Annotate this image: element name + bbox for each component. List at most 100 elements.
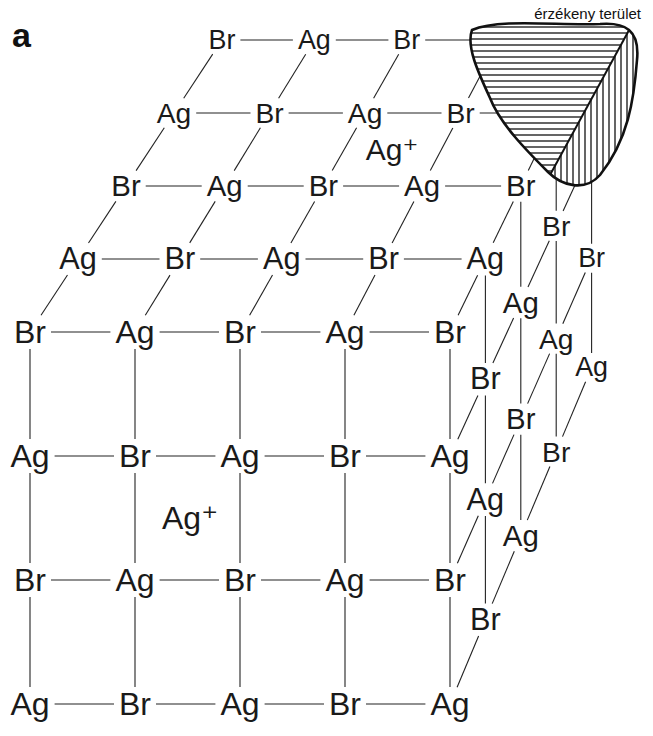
lattice-atom: Br (329, 440, 361, 472)
lattice-bond (250, 275, 273, 315)
lattice-bond (445, 185, 501, 186)
lattice-bond (279, 54, 306, 98)
lattice-atom: Br (506, 404, 535, 433)
lattice-atom: Ag (298, 27, 331, 54)
lattice-bond (239, 473, 240, 563)
panel-letter: a (12, 18, 31, 52)
lattice-bond (520, 318, 521, 403)
lattice-atom: Ag (575, 354, 608, 381)
lattice-bond (457, 636, 479, 687)
lattice-bond (485, 275, 486, 363)
lattice-bond (493, 318, 514, 363)
lattice-bond (146, 185, 202, 186)
lattice-bond (430, 128, 453, 171)
lattice-bond (102, 258, 160, 259)
lattice-atom: Ag (10, 440, 49, 472)
lattice-atom: Br (434, 564, 466, 596)
lattice-atom: Ag (220, 440, 259, 472)
lattice-bond (160, 579, 219, 580)
lattice-atom: Br (224, 564, 256, 596)
lattice-bond (136, 128, 164, 171)
lattice-atom: Ag (467, 244, 505, 275)
lattice-atom: Br (578, 245, 605, 272)
lattice-bond (528, 354, 550, 404)
lattice-atom: Ag (430, 440, 469, 472)
lattice-bond (89, 201, 116, 243)
vertical-hatching (520, 10, 653, 230)
lattice-atom: Ag (325, 564, 364, 596)
lattice-bond (457, 516, 478, 564)
lattice-bond (332, 128, 356, 171)
lattice-bond (591, 273, 592, 353)
lattice-atom: Br (542, 212, 570, 240)
lattice-atom: Ag (325, 316, 364, 348)
lattice-bond (41, 275, 68, 315)
lattice-bond (261, 331, 320, 332)
lattice-atom: Ag (207, 171, 243, 200)
lattice-atom: Ag (220, 688, 259, 720)
lattice-bond (29, 349, 30, 439)
lattice-bond (29, 473, 30, 563)
lattice-bond (239, 349, 240, 439)
lattice-atom: Br (470, 604, 501, 635)
lattice-bond (134, 473, 135, 563)
lattice-atom: Ag (115, 316, 154, 348)
lattice-bond (449, 597, 450, 687)
lattice-bond (134, 349, 135, 439)
lattice-bond (485, 516, 486, 604)
lattice-bond (160, 331, 219, 332)
lattice-bond (556, 354, 557, 437)
lattice-atom: Ag (539, 325, 573, 353)
lattice-bond (493, 435, 515, 484)
lattice-bond (563, 382, 586, 437)
lattice-bond (556, 241, 557, 324)
lattice-bond (265, 455, 324, 456)
lattice-bond (239, 597, 240, 687)
lattice-bond (449, 349, 450, 439)
lattice-atom: Br (470, 364, 501, 395)
lattice-bond (370, 579, 429, 580)
lattice-bond (261, 579, 320, 580)
lattice-atom: Ag (503, 521, 539, 550)
lattice-atom: Br (209, 27, 236, 54)
lattice-bond (458, 275, 478, 315)
lattice-atom: Ag (263, 244, 301, 275)
lattice-atom: Br (393, 27, 420, 54)
lattice-atom: Br (506, 171, 535, 200)
lattice-atom: Br (309, 171, 338, 200)
lattice-bond (343, 185, 399, 186)
lattice-atom: Br (14, 316, 46, 348)
lattice-bond (200, 258, 258, 259)
lattice-bond (485, 396, 486, 484)
lattice-bond (458, 395, 478, 439)
lattice-atom: Ag (10, 688, 49, 720)
lattice-bond (156, 703, 215, 704)
lattice-bond (354, 275, 375, 315)
lattice-atom: Ag (348, 99, 382, 127)
lattice-bond (51, 579, 110, 580)
lattice-bond (370, 331, 429, 332)
lattice-atom: Br (224, 316, 256, 348)
lattice-atom: Br (119, 440, 151, 472)
lattice-bond (289, 112, 343, 113)
lattice-bond (156, 455, 215, 456)
lattice-bond (392, 202, 414, 243)
interstitial-ion: Ag⁺ (162, 502, 218, 534)
lattice-atom: Br (111, 171, 140, 200)
lattice-bond (404, 258, 462, 259)
lattice-bond (366, 703, 425, 704)
lattice-bond (55, 703, 114, 704)
lattice-atom: Ag (404, 171, 440, 200)
lattice-atom: Ag (503, 288, 539, 317)
lattice-atom: Br (542, 437, 570, 465)
lattice-bond (336, 39, 389, 40)
lattice-bond (344, 349, 345, 439)
lattice-atom: Br (329, 688, 361, 720)
lattice-bond (55, 455, 114, 456)
lattice-bond (265, 703, 324, 704)
lattice-atom: Ag (59, 244, 97, 275)
area-label: érzékeny terület (534, 6, 641, 21)
area-outline (470, 23, 637, 185)
lattice-bond (145, 275, 170, 315)
